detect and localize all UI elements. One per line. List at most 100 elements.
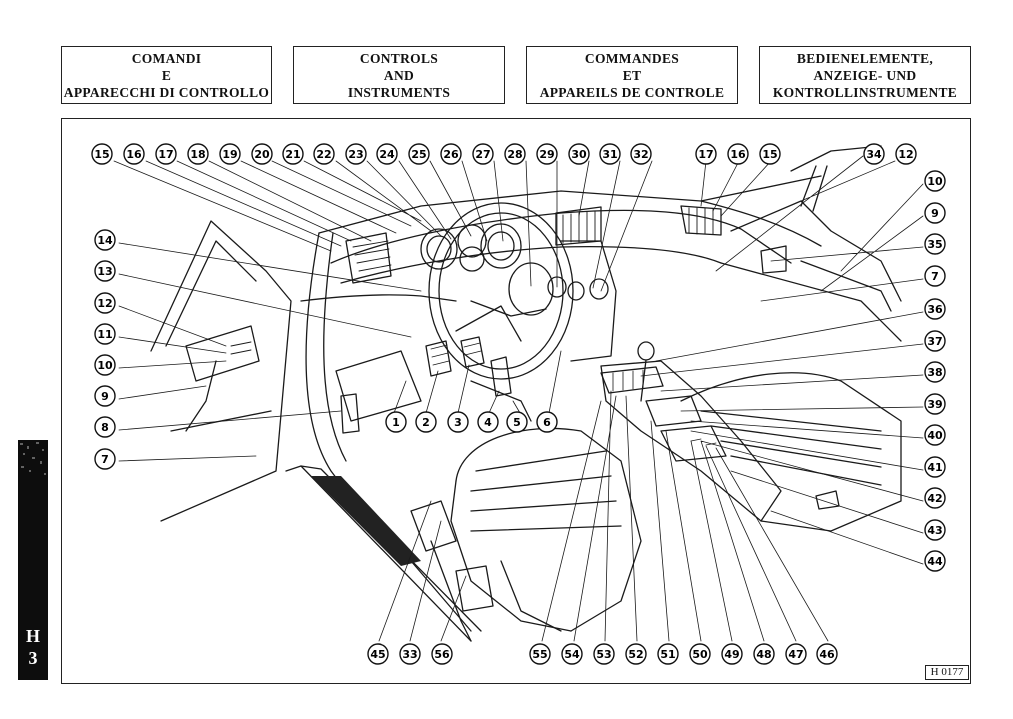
callout-19: 19 <box>219 143 241 165</box>
svg-text:46: 46 <box>819 648 835 661</box>
callout-41: 41 <box>924 456 946 478</box>
callout-42: 42 <box>924 487 946 509</box>
callout-10: 10 <box>924 170 946 192</box>
svg-text:26: 26 <box>443 148 459 161</box>
callout-31: 31 <box>599 143 621 165</box>
gear-lever <box>640 359 647 402</box>
svg-text:38: 38 <box>927 366 942 379</box>
svg-text:47: 47 <box>788 648 803 661</box>
callout-53: 53 <box>593 643 615 665</box>
svg-text:52: 52 <box>628 648 643 661</box>
svg-text:40: 40 <box>927 429 943 442</box>
svg-text:13: 13 <box>97 265 112 278</box>
svg-text:18: 18 <box>190 148 205 161</box>
callout-34: 34 <box>863 143 885 165</box>
svg-text:24: 24 <box>379 148 395 161</box>
callout-16: 16 <box>727 143 749 165</box>
svg-text:27: 27 <box>475 148 490 161</box>
callout-27: 27 <box>472 143 494 165</box>
callout-38: 38 <box>924 361 946 383</box>
svg-text:25: 25 <box>411 148 426 161</box>
tachometer-gauge <box>457 224 487 258</box>
header-line: AND <box>383 67 415 83</box>
callout-11: 11 <box>94 323 116 345</box>
callout-51: 51 <box>657 643 679 665</box>
section-number: 3 <box>28 648 38 668</box>
callout-43: 43 <box>924 519 946 541</box>
header-line: APPAREILS DE CONTROLE <box>539 84 725 100</box>
svg-text:41: 41 <box>927 461 942 474</box>
svg-text:50: 50 <box>692 648 708 661</box>
callout-23: 23 <box>345 143 367 165</box>
callout-29: 29 <box>536 143 558 165</box>
svg-text:17: 17 <box>698 148 713 161</box>
callout-37: 37 <box>924 330 946 352</box>
svg-text:37: 37 <box>927 335 942 348</box>
callout-46: 46 <box>816 643 838 665</box>
steering-wheel <box>428 202 574 380</box>
svg-text:15: 15 <box>94 148 109 161</box>
svg-text:23: 23 <box>348 148 363 161</box>
callout-1: 1 <box>385 411 407 433</box>
callout-39: 39 <box>924 393 946 415</box>
svg-text:51: 51 <box>660 648 675 661</box>
svg-text:12: 12 <box>898 148 913 161</box>
section-tab: H 3 <box>18 440 48 680</box>
callout-17: 17 <box>695 143 717 165</box>
svg-text:20: 20 <box>254 148 270 161</box>
callout-18: 18 <box>187 143 209 165</box>
header-line: E <box>161 67 172 83</box>
callout-10: 10 <box>94 354 116 376</box>
callout-20: 20 <box>251 143 273 165</box>
callout-47: 47 <box>785 643 807 665</box>
svg-text:39: 39 <box>927 398 942 411</box>
section-tab-bar <box>18 440 48 680</box>
svg-text:10: 10 <box>927 175 943 188</box>
callout-15: 15 <box>91 143 113 165</box>
callout-4: 4 <box>477 411 499 433</box>
header-line: KONTROLLINSTRUMENTE <box>772 84 958 100</box>
svg-text:5: 5 <box>513 416 521 429</box>
callout-12: 12 <box>94 292 116 314</box>
callout-30: 30 <box>568 143 590 165</box>
svg-text:45: 45 <box>370 648 385 661</box>
clutch-pedal <box>425 340 452 377</box>
callout-48: 48 <box>753 643 775 665</box>
callout-35: 35 <box>924 233 946 255</box>
svg-text:22: 22 <box>316 148 331 161</box>
svg-text:44: 44 <box>927 555 943 568</box>
svg-text:7: 7 <box>101 453 109 466</box>
callout-52: 52 <box>625 643 647 665</box>
svg-text:55: 55 <box>532 648 547 661</box>
header-line: COMMANDES <box>584 50 680 66</box>
accelerator-pedal <box>490 356 512 397</box>
callout-49: 49 <box>721 643 743 665</box>
svg-text:9: 9 <box>931 207 939 220</box>
header-line: COMANDI <box>131 50 202 66</box>
dashboard <box>330 209 792 264</box>
center-tunnel <box>600 360 782 522</box>
callout-28: 28 <box>504 143 526 165</box>
svg-text:2: 2 <box>422 416 430 429</box>
svg-text:32: 32 <box>633 148 648 161</box>
a-pillar <box>305 232 472 632</box>
gear-knob <box>637 341 655 361</box>
svg-text:42: 42 <box>927 492 942 505</box>
callout-5: 5 <box>506 411 528 433</box>
svg-text:21: 21 <box>285 148 300 161</box>
callout-7: 7 <box>94 448 116 470</box>
section-letter: H <box>25 626 40 646</box>
svg-text:12: 12 <box>97 297 112 310</box>
svg-text:33: 33 <box>402 648 417 661</box>
callout-22: 22 <box>313 143 335 165</box>
callout-9: 9 <box>924 202 946 224</box>
svg-text:3: 3 <box>454 416 462 429</box>
callout-25: 25 <box>408 143 430 165</box>
svg-text:56: 56 <box>434 648 450 661</box>
callout-55: 55 <box>529 643 551 665</box>
header-box-german: BEDIENELEMENTE, ANZEIGE- UND KONTROLLINS… <box>759 46 971 104</box>
svg-text:4: 4 <box>484 416 492 429</box>
svg-text:11: 11 <box>97 328 112 341</box>
callout-45: 45 <box>367 643 389 665</box>
